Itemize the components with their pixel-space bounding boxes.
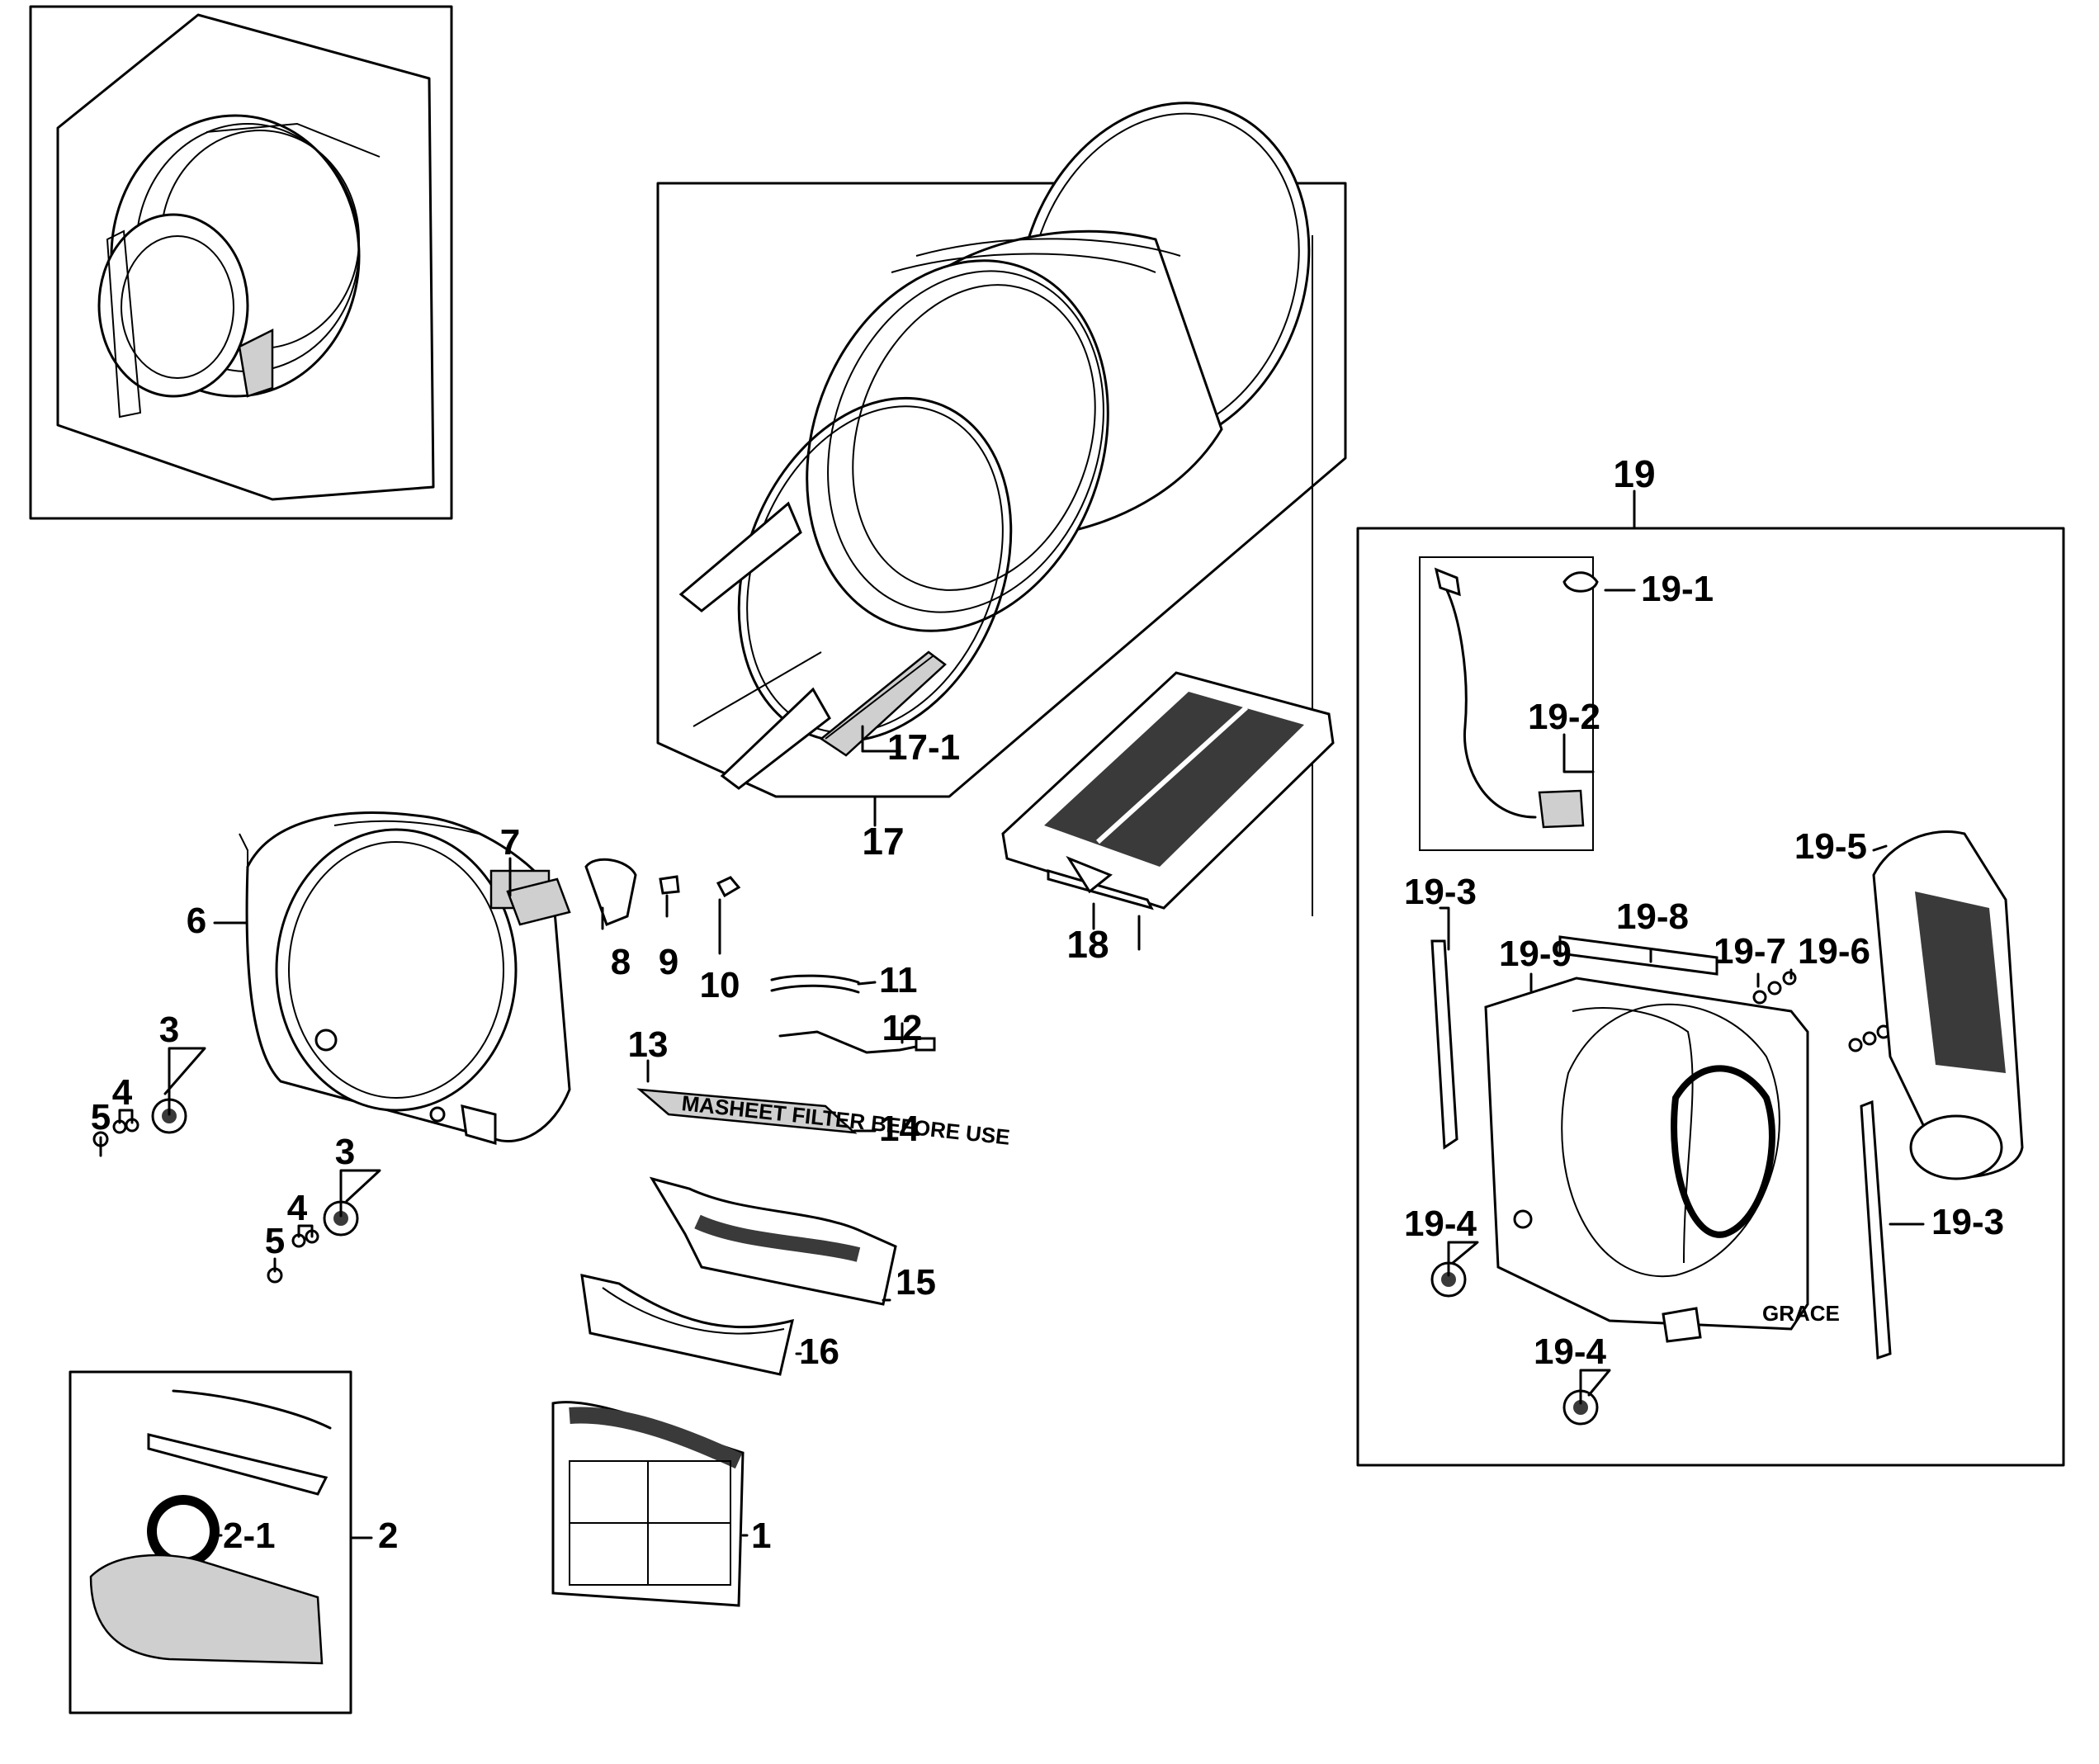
label-17-1: 17-1 [887,727,960,768]
leader-lines [99,489,1925,1539]
rear-duct-19-5 [1872,830,2024,1180]
label-19-9: 19-9 [1499,934,1572,974]
rear-plate: GRACE [1484,977,1840,1343]
label-19-1: 19-1 [1641,569,1714,609]
label-5-right: 5 [265,1221,285,1261]
lint-filter-housing-15 [649,1176,897,1306]
filter-grille [1001,671,1335,910]
label-11: 11 [879,960,918,1000]
rear-rollers [1430,1261,1599,1426]
label-19-5: 19-5 [1794,826,1867,867]
drum [806,102,1311,632]
label-3-left: 3 [159,1010,179,1050]
label-2-1: 2-1 [223,1516,276,1556]
part-labels: 17 17-1 18 6 7 8 9 10 11 12 13 14 15 16 … [91,452,2004,1556]
label-19-7: 19-7 [1714,931,1786,972]
rear-plate-brand-emboss: GRACE [1762,1301,1840,1326]
label-4-left: 4 [112,1072,133,1113]
label-6: 6 [187,901,206,941]
label-19-3-left: 19-3 [1404,872,1477,912]
label-18: 18 [1066,923,1109,966]
moisture-sensor-harness [1434,567,1599,829]
label-9: 9 [659,942,678,982]
label-1: 1 [751,1516,771,1556]
lint-filter-1 [551,1401,745,1607]
label-15: 15 [896,1262,936,1303]
exhaust-duct-box [69,1370,352,1714]
label-19-4-lower: 19-4 [1534,1331,1607,1372]
label-2: 2 [378,1516,398,1556]
label-17: 17 [862,820,904,863]
overview-inset [29,5,453,520]
label-14: 14 [879,1109,919,1149]
label-5-left: 5 [91,1097,111,1137]
label-19-6: 19-6 [1798,931,1870,972]
small-parts-11-14: MASHEET FILTER BEFORE USE [636,974,1011,1150]
svg-text:MASHEET FILTER BEFORE USE: MASHEET FILTER BEFORE USE [680,1090,1011,1150]
rear-plate-brackets [1430,935,1892,1360]
label-19: 19 [1613,452,1655,495]
label-12: 12 [882,1008,923,1048]
label-19-3-right: 19-3 [1931,1202,2004,1242]
label-16: 16 [799,1331,839,1372]
drum-lifters [678,501,947,790]
label-10: 10 [700,965,740,1005]
label-8: 8 [611,942,631,982]
small-parts-7-10 [506,858,741,926]
label-3-right: 3 [335,1132,355,1172]
label-4-right: 4 [287,1188,308,1228]
label-19-4-upper: 19-4 [1404,1204,1477,1244]
filter-cover-16 [580,1274,795,1376]
roller-hardware-left [92,1098,359,1284]
label-13: 13 [628,1024,669,1065]
drum-assembly-box [656,182,1347,916]
label-19-8: 19-8 [1616,896,1689,937]
front-frame [239,811,571,1145]
label-19-2: 19-2 [1528,697,1600,737]
label-7: 7 [500,822,520,863]
rear-panel-box [1356,527,2065,1467]
